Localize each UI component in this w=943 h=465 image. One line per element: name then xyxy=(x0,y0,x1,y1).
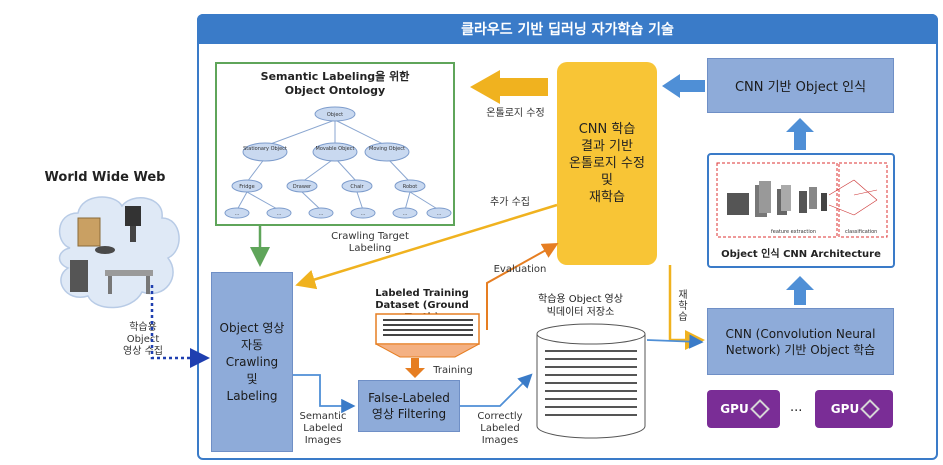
robot-cleaner-icon xyxy=(95,246,115,254)
arrow-recognition xyxy=(662,74,705,98)
svg-text:...: ... xyxy=(437,211,442,217)
arrow-train-up xyxy=(786,276,814,305)
edge-training: Training xyxy=(433,365,473,376)
desk-icon xyxy=(105,270,153,276)
arrow-arch-up xyxy=(786,118,814,150)
cnn-arch-image: feature extraction classification xyxy=(716,162,888,238)
svg-text:Moving Object: Moving Object xyxy=(369,146,405,152)
www-title: World Wide Web xyxy=(44,170,166,185)
chair-icon xyxy=(125,206,141,226)
svg-text:...: ... xyxy=(277,211,282,217)
edge-crawling-target: Crawling Target Labeling xyxy=(331,231,409,254)
bigdata-title: 학습용 Object 영상 빅데이터 저장소 xyxy=(538,294,623,318)
gpu-ellipsis: ... xyxy=(790,400,803,415)
node-movable xyxy=(312,142,358,162)
svg-text:...: ... xyxy=(235,211,240,217)
false-filter-box: False-Labeled 영상 Filtering xyxy=(358,380,460,432)
fridge-icon xyxy=(70,260,88,292)
arrow-ontology-fix xyxy=(470,70,548,104)
node-chair xyxy=(341,179,373,193)
cnn-retrain-box: CNN 학습 결과 기반 온톨로지 수정 및 재학습 xyxy=(557,62,657,265)
svg-text:Chair: Chair xyxy=(350,184,364,190)
www-collect-label: 학습용 Object 영상 수집 xyxy=(123,322,163,357)
node-object xyxy=(314,106,356,122)
svg-text:Object: Object xyxy=(327,112,343,118)
node-moving xyxy=(364,142,410,162)
ontology-box: Semantic Labeling을 위한 Object Ontology Ob xyxy=(215,62,455,226)
labeled-dataset-icon xyxy=(375,313,480,358)
svg-text:Robot: Robot xyxy=(403,184,418,190)
bigdata-cylinder xyxy=(536,323,646,439)
svg-text:Drawer: Drawer xyxy=(293,184,312,190)
node-robot xyxy=(394,179,426,193)
gpu-2: GPU xyxy=(815,390,893,428)
node-fridge xyxy=(231,179,263,193)
ontology-title-line2: Object Ontology xyxy=(284,84,386,97)
ontology-title-line1: Semantic Labeling을 위한 xyxy=(260,70,410,83)
edge-ontology-fix: 온톨로지 수정 xyxy=(486,108,545,119)
edge-semantic-labeled: Semantic Labeled Images xyxy=(299,411,347,446)
www-cloud xyxy=(58,196,180,309)
cnn-recognition-box: CNN 기반 Object 인식 xyxy=(707,58,894,113)
edge-retrain: 재학습 xyxy=(678,290,688,323)
arch-feature-label: feature extraction xyxy=(771,229,816,235)
cnn-training-box: CNN (Convolution Neural Network) 기반 Obje… xyxy=(707,308,894,375)
cnn-arch-box: feature extraction classification Object… xyxy=(707,153,895,268)
shelf-icon xyxy=(77,217,101,247)
svg-text:...: ... xyxy=(319,211,324,217)
svg-text:Stationary Object: Stationary Object xyxy=(243,146,287,152)
gpu-1: GPU xyxy=(707,390,780,428)
svg-text:...: ... xyxy=(403,211,408,217)
edge-additional-collect: 추가 수집 xyxy=(490,197,530,208)
edge-evaluation: Evaluation xyxy=(493,264,547,275)
diagram-title: 클라우드 기반 딥러닝 자가학습 기술 xyxy=(197,14,938,44)
node-stationary xyxy=(242,142,288,162)
svg-text:Fridge: Fridge xyxy=(239,184,254,190)
svg-text:...: ... xyxy=(361,211,366,217)
svg-text:Movable Object: Movable Object xyxy=(316,146,355,152)
arch-class-label: classification xyxy=(845,229,877,235)
crawling-box: Object 영상 자동 Crawling 및 Labeling xyxy=(211,272,293,452)
node-drawer xyxy=(286,179,318,193)
ontology-tree: Object Stationary Object Movable Object … xyxy=(224,106,452,219)
edge-correctly-labeled: Correctly Labeled Images xyxy=(477,411,523,446)
cnn-arch-caption: Object 인식 CNN Architecture xyxy=(721,249,881,260)
